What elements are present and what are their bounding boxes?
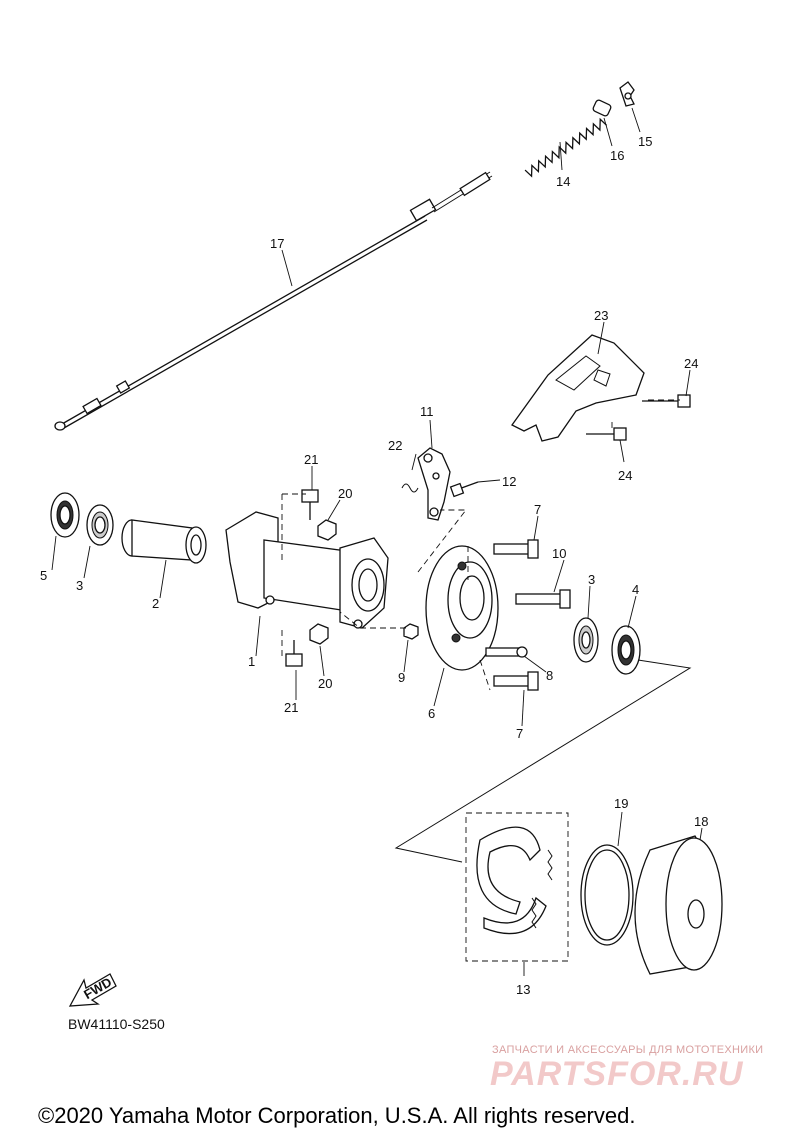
part-number-3-left: 3 (76, 578, 83, 593)
part-number-1: 1 (248, 654, 255, 669)
part-numbers: 5 3 2 1 21 21 20 20 9 6 22 11 12 7 7 10 … (40, 134, 708, 997)
brake-panel-part (425, 545, 499, 671)
part-number-17: 17 (270, 236, 284, 251)
diagram-code: BW41110-S250 (68, 1016, 165, 1032)
part-number-24-lower: 24 (618, 468, 632, 483)
fwd-arrow-icon: FWD (68, 973, 117, 1007)
brake-drum-18-part (634, 835, 723, 975)
part-number-7-lower: 7 (516, 726, 523, 741)
part-number-21-lower: 21 (284, 700, 298, 715)
watermark-subtitle: ЗАПЧАСТИ И АКСЕССУАРЫ ДЛЯ МОТОТЕХНИКИ (492, 1044, 764, 1056)
part-number-3-right: 3 (588, 572, 595, 587)
oil-seal-5-part (50, 492, 80, 538)
axle-housing-part (225, 511, 389, 629)
cam-lever-part (417, 447, 451, 521)
bearing-3-left-part (86, 504, 114, 546)
bolt-7-lower (493, 671, 539, 691)
part-number-24-upper: 24 (684, 356, 698, 371)
spacer-tube-part (121, 519, 207, 564)
joint-part (592, 99, 612, 117)
part-number-10: 10 (552, 546, 566, 561)
part-number-11: 11 (420, 404, 434, 419)
nut-20-upper (317, 519, 337, 541)
part-number-16: 16 (610, 148, 624, 163)
wing-nut-part (619, 81, 635, 107)
number-leaders (51, 107, 703, 976)
part-number-5: 5 (40, 568, 47, 583)
bearing-3-right-part (573, 617, 599, 663)
part-number-4: 4 (632, 582, 639, 597)
part-number-8: 8 (546, 668, 553, 683)
assembly-lines (281, 399, 692, 863)
small-spring-part (401, 483, 419, 493)
part-number-9: 9 (398, 670, 405, 685)
bolt-21-lower (285, 640, 303, 667)
seal-ring-19-part (580, 844, 634, 946)
bolt-7-upper (493, 539, 539, 559)
part-number-6: 6 (428, 706, 435, 721)
part-number-20-upper: 20 (338, 486, 352, 501)
part-number-12: 12 (502, 474, 516, 489)
oil-seal-4-part (611, 625, 641, 675)
bolt-21-upper (301, 489, 319, 520)
brake-shoe-kit-box (465, 812, 569, 962)
brake-cable-part (54, 171, 493, 431)
part-number-20-lower: 20 (318, 676, 332, 691)
part-number-22: 22 (388, 438, 402, 453)
part-number-7-upper: 7 (534, 502, 541, 517)
watermark-logo: PARTSFOR.RU (490, 1055, 744, 1093)
nut-20-lower (309, 623, 329, 645)
part-number-23: 23 (594, 308, 608, 323)
bolt-12-part (449, 481, 479, 498)
brake-shoes-part (476, 826, 553, 935)
bolt-24-upper (642, 394, 691, 408)
pin-8-part (485, 646, 528, 658)
spring-part (524, 117, 608, 178)
part-number-2: 2 (152, 596, 159, 611)
part-number-18: 18 (694, 814, 708, 829)
bolt-24-lower (586, 427, 627, 441)
nut-9-part (403, 623, 419, 640)
part-number-19: 19 (614, 796, 628, 811)
part-number-21-upper: 21 (304, 452, 318, 467)
shaft-10-part (515, 589, 571, 609)
bracket-part (511, 334, 645, 442)
part-number-14: 14 (556, 174, 570, 189)
copyright-notice: ©2020 Yamaha Motor Corporation, U.S.A. A… (38, 1103, 636, 1128)
part-number-15: 15 (638, 134, 652, 149)
part-number-13: 13 (516, 982, 530, 997)
